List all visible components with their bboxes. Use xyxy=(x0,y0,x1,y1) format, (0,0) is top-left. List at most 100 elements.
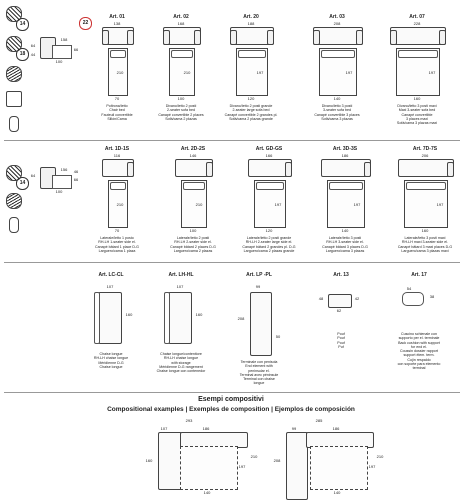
caption: Laterale/letto 1 posto RH-LH 1-seater si… xyxy=(95,236,139,253)
caption: Divano/letto 2 posti grande 2-seater lar… xyxy=(224,104,278,121)
armrest-right xyxy=(127,162,134,177)
article-code: Art. 13 xyxy=(333,272,349,278)
bed-width-dim: 140 xyxy=(333,96,341,101)
bed-outline xyxy=(310,446,368,490)
width-dim: 206 xyxy=(421,153,429,158)
article-code: Art. 1D-1S xyxy=(104,146,130,152)
caption: Laterale/letto 2 posti RH-LH 2-seater si… xyxy=(170,236,216,253)
caption: Laterale/letto 3 posti RH-LH 3-seater si… xyxy=(322,236,368,253)
width-dim: 168 xyxy=(177,21,185,26)
composition-example-2: 285 99 186 208 210 197 140 xyxy=(270,418,400,500)
backrest xyxy=(164,292,170,344)
depth-dim: 210 xyxy=(116,70,124,75)
peninsula-drawing xyxy=(250,292,272,356)
dim-total: 285 xyxy=(315,418,323,423)
bed-open-view xyxy=(108,180,128,228)
article-code: Art. 3D-3S xyxy=(332,146,358,152)
dim-label: 64 xyxy=(30,173,36,178)
dim-label: 42 xyxy=(354,296,360,301)
article-code: Art. 2D-2S xyxy=(180,146,206,152)
dim-label: 160 xyxy=(125,312,133,317)
article-code: Art. LC-CL xyxy=(98,272,124,278)
armrest-right xyxy=(439,30,446,45)
profile-seat xyxy=(52,45,72,59)
dim-label: 44 xyxy=(30,52,36,57)
article-code: Art. 7D-7S xyxy=(412,146,438,152)
pillow xyxy=(110,182,126,190)
item-pouf: Art. 13 48 62 42 Pouf Pouf Pouf Puf xyxy=(316,272,366,388)
armrest-right xyxy=(127,30,134,45)
pillow xyxy=(406,182,446,190)
divider xyxy=(4,140,460,141)
item-lh-hl: Art. LH-HL 107 160 Chaise longue/conteni… xyxy=(148,272,214,388)
examples-subtitle: Compositional examples | Exemples de com… xyxy=(107,406,355,413)
bed-width-dim: 70 xyxy=(114,228,120,233)
bed-width-dim: 160 xyxy=(421,228,429,233)
pillow xyxy=(398,50,438,58)
bed-width-dim: 70 xyxy=(114,96,120,101)
pillow xyxy=(321,50,355,58)
examples-title: Esempi compositivi xyxy=(198,396,264,403)
article-code: Art. 17 xyxy=(411,272,427,278)
pillow xyxy=(238,50,266,58)
article-code: Art. 02 xyxy=(173,14,189,20)
dim-d2: 197 xyxy=(368,464,376,469)
depth-dim: 197 xyxy=(428,70,436,75)
divider xyxy=(4,262,460,263)
caption: Divano/letto 3 posti maxi Maxi 3-seater … xyxy=(396,104,438,126)
depth-dim: 210 xyxy=(195,202,203,207)
chaise-longue-drawing xyxy=(98,292,122,344)
bed-outline xyxy=(180,446,238,490)
dim-label: 64 xyxy=(30,43,36,48)
pillow xyxy=(110,50,126,58)
caption: Chaise longue/contenitore RH-LH chaise l… xyxy=(156,352,206,374)
depth-dim: 197 xyxy=(345,70,353,75)
article-code: Art. GD-GS xyxy=(255,146,283,152)
dim-d2: 197 xyxy=(238,464,246,469)
dim-label: 208 xyxy=(237,316,245,321)
depth-dim: 210 xyxy=(116,202,124,207)
dim-label: 100 xyxy=(55,189,63,194)
dim-label: 38 xyxy=(429,294,435,299)
pillow xyxy=(256,182,284,190)
depth-dim: 210 xyxy=(183,70,191,75)
bed-width-dim: 140 xyxy=(341,228,349,233)
caption: Cuscino schienale con supporto per el. t… xyxy=(397,332,441,371)
dim-d: 210 xyxy=(376,454,384,459)
bed-width-dim: 160 xyxy=(413,96,421,101)
dim-label: 156 xyxy=(60,167,68,172)
dim-total: 293 xyxy=(185,418,193,423)
dim-label: 99 xyxy=(255,284,261,289)
armrest-right xyxy=(356,30,363,45)
caption: Pouf Pouf Pouf Puf xyxy=(337,332,345,349)
size-badge: 18 xyxy=(16,48,29,61)
dim-label: 54 xyxy=(406,286,412,291)
pillow xyxy=(171,50,193,58)
width-dim: 188 xyxy=(247,21,255,26)
sofa-front-view xyxy=(390,27,446,45)
armrest-left xyxy=(390,30,397,45)
dim-label: 66 xyxy=(73,177,79,182)
dim-label: 62 xyxy=(336,308,342,313)
dim-label: 107 xyxy=(106,284,114,289)
dim-h: 160 xyxy=(145,458,153,463)
armrest-right xyxy=(285,162,292,177)
dim-label: 48 xyxy=(318,296,324,301)
depth-dim: 197 xyxy=(274,202,282,207)
item-lc-cl: Art. LC-CL 107 160 Chaise longue RH-LH c… xyxy=(80,272,142,388)
fabric-swatch-icon xyxy=(6,193,22,209)
dim-label: 107 xyxy=(176,284,184,289)
sofa-front-view xyxy=(398,159,454,177)
dim-label: 100 xyxy=(55,59,63,64)
dim-label: 158 xyxy=(60,37,68,42)
item-back-cushion: Art. 17 54 38 Cuscino schienale con supp… xyxy=(384,272,454,392)
chaise-section xyxy=(158,432,182,490)
dim-a: 107 xyxy=(160,426,168,431)
